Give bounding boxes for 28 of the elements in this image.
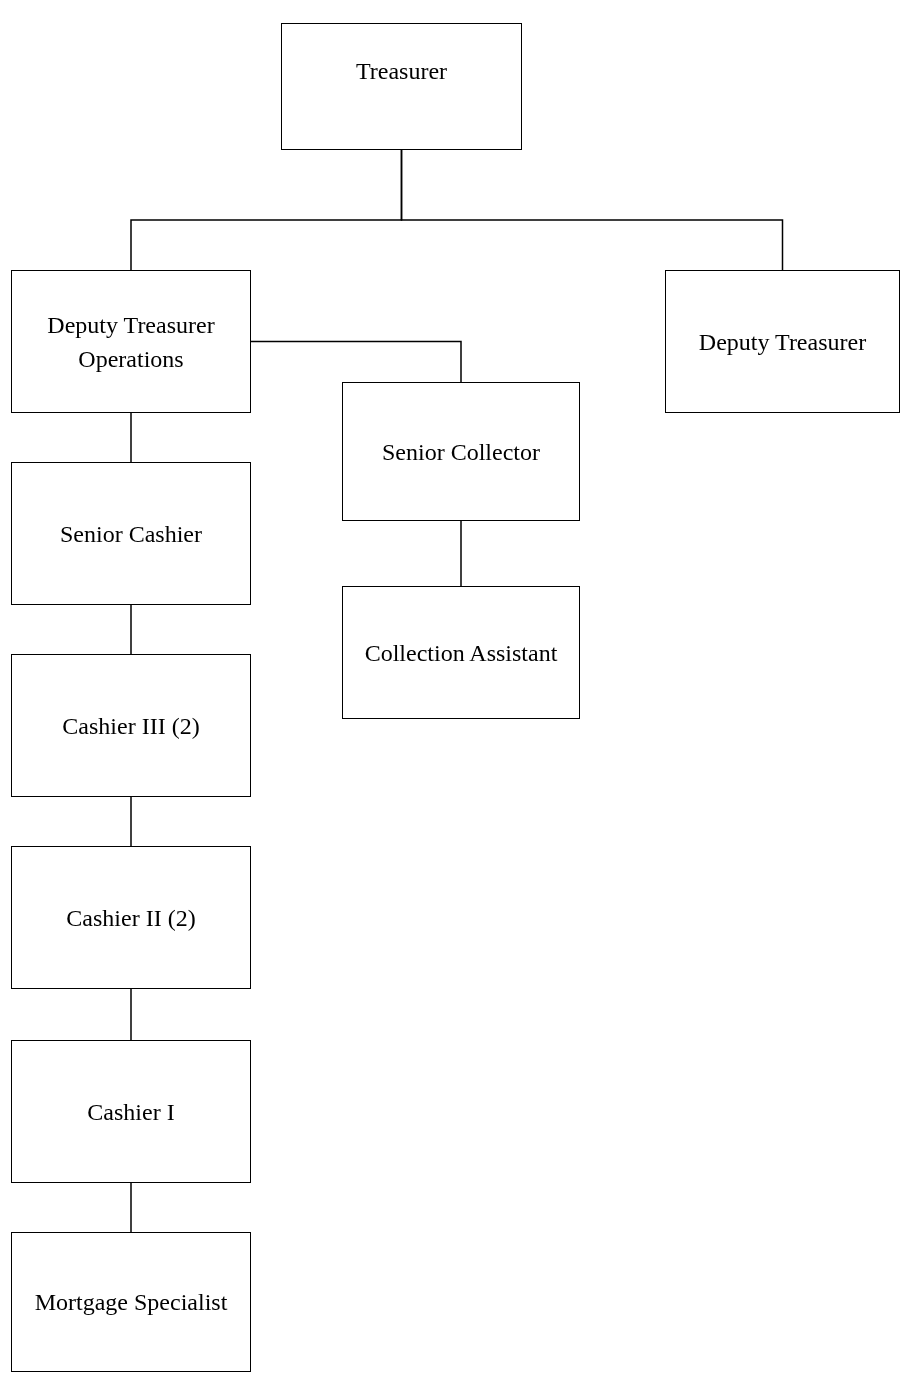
role-title: Senior Collector (382, 437, 540, 467)
org-box (665, 270, 900, 413)
role-title: Collection Assistant (364, 638, 558, 668)
role-title: Cashier I (87, 1097, 175, 1127)
connector-line (130, 796, 132, 847)
org-box (11, 1040, 251, 1183)
org-box (11, 654, 251, 797)
role-title: Senior Cashier (60, 519, 202, 549)
org-box (11, 270, 251, 413)
org-box (342, 382, 580, 521)
role-title: Deputy Treasurer Operations (46, 310, 216, 374)
connector-line (460, 520, 462, 587)
role-title: Mortgage Specialist (34, 1288, 228, 1317)
org-box (11, 1232, 251, 1372)
connector-line (130, 604, 132, 655)
connector-line (400, 149, 784, 271)
org-box (11, 462, 251, 605)
connector-line (130, 988, 132, 1041)
connector-line (130, 412, 132, 463)
org-box (281, 23, 522, 150)
role-title: Deputy Treasurer (698, 327, 867, 357)
connector-line (130, 1182, 132, 1233)
org-box (342, 586, 580, 719)
connector-line (250, 340, 462, 383)
role-title: Cashier III (2) (62, 711, 200, 741)
role-title: Cashier II (2) (66, 903, 196, 933)
role-title: Treasurer (355, 57, 448, 86)
org-box (11, 846, 251, 989)
